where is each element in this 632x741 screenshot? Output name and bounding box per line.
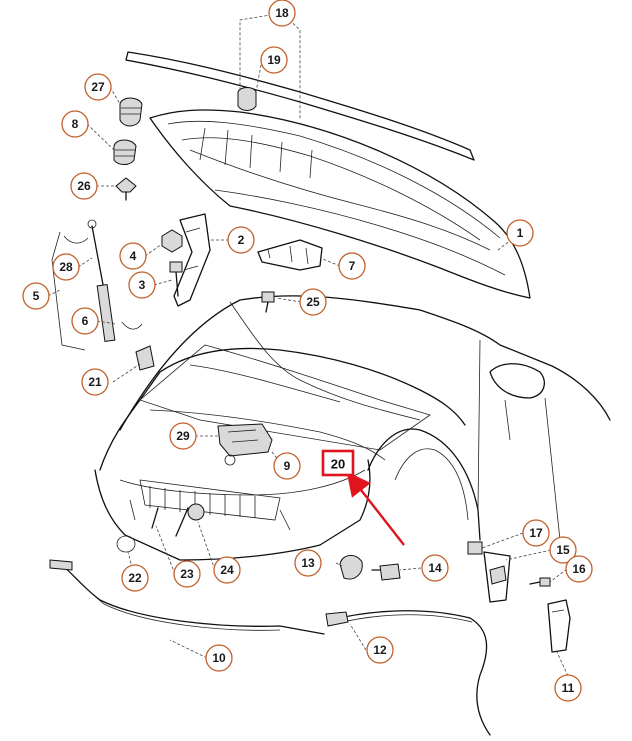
gas-strut	[87, 219, 116, 342]
svg-text:7: 7	[349, 259, 356, 273]
callout-12: 12	[366, 636, 394, 664]
callout-21: 21	[81, 368, 109, 396]
latch-striker	[257, 239, 323, 271]
svg-text:4: 4	[130, 249, 137, 263]
svg-text:1: 1	[517, 226, 524, 240]
push-clip	[115, 177, 137, 201]
callout-18: 18	[268, 0, 296, 27]
strut-bracket-outline	[51, 231, 86, 351]
svg-text:22: 22	[128, 571, 142, 585]
svg-text:5: 5	[33, 289, 40, 303]
callout-17: 17	[522, 519, 550, 547]
release-cable	[49, 559, 325, 635]
callout-3: 3	[128, 271, 156, 299]
callout-9: 9	[273, 452, 301, 480]
svg-text:17: 17	[529, 526, 543, 540]
stop-buffer	[135, 345, 155, 371]
svg-text:19: 19	[267, 53, 281, 67]
hinge-nut	[161, 229, 183, 253]
callout-23: 23	[173, 560, 201, 588]
svg-text:23: 23	[180, 567, 194, 581]
svg-text:18: 18	[275, 6, 289, 20]
svg-text:28: 28	[59, 260, 73, 274]
release-handle	[547, 599, 571, 653]
lock-bolts	[151, 503, 205, 537]
callout-27: 27	[84, 73, 112, 101]
release-lever-bracket	[483, 551, 511, 603]
svg-text:6: 6	[82, 314, 89, 328]
callout-5: 5	[22, 282, 50, 310]
svg-text:25: 25	[306, 295, 320, 309]
svg-text:12: 12	[373, 643, 387, 657]
callout-13: 13	[294, 549, 322, 577]
svg-text:29: 29	[176, 429, 190, 443]
svg-text:15: 15	[556, 543, 570, 557]
highlight-arrow	[346, 471, 405, 546]
callout-29: 29	[169, 422, 197, 450]
highlight-label: 20	[331, 457, 345, 472]
callout-28: 28	[52, 253, 80, 281]
svg-text:16: 16	[572, 562, 586, 576]
callout-6: 6	[71, 307, 99, 335]
svg-text:11: 11	[562, 681, 575, 695]
svg-text:21: 21	[88, 375, 102, 389]
svg-text:24: 24	[220, 563, 234, 577]
callout-14: 14	[421, 554, 449, 582]
hinge-bolt	[169, 261, 183, 297]
callout-25: 25	[299, 288, 327, 316]
leader-lines	[47, 12, 569, 677]
car-body	[94, 295, 611, 561]
lever-clip	[467, 541, 483, 555]
callout-16: 16	[565, 555, 593, 583]
bonnet-panel	[149, 109, 531, 299]
release-plug	[371, 563, 401, 581]
callout-10: 10	[205, 644, 233, 672]
callout-1: 1	[506, 219, 534, 247]
svg-text:3: 3	[139, 278, 146, 292]
callout-22: 22	[121, 564, 149, 592]
svg-text:9: 9	[284, 459, 291, 473]
bonnet-seal-strip	[125, 51, 475, 161]
rubber-buffer-27	[119, 97, 143, 127]
bonnet-hinge	[173, 213, 211, 307]
svg-text:8: 8	[72, 117, 79, 131]
svg-text:26: 26	[77, 179, 91, 193]
clip-lower	[121, 321, 143, 330]
svg-text:27: 27	[91, 80, 105, 94]
release-cable-front	[325, 610, 491, 736]
rubber-buffer-19	[237, 87, 257, 111]
grommet	[116, 535, 136, 553]
callout-2: 2	[227, 226, 255, 254]
lever-screw	[529, 577, 551, 587]
callout-4: 4	[119, 242, 147, 270]
clip-upper	[63, 235, 89, 244]
release-cap	[339, 555, 363, 580]
svg-text:10: 10	[212, 651, 226, 665]
callout-7: 7	[338, 252, 366, 280]
svg-text:2: 2	[238, 233, 245, 247]
svg-text:13: 13	[301, 556, 315, 570]
svg-text:14: 14	[428, 561, 442, 575]
callout-19: 19	[260, 46, 288, 74]
callout-11: 11	[554, 674, 582, 702]
callout-15: 15	[549, 536, 577, 564]
callout-26: 26	[70, 172, 98, 200]
callout-24: 24	[213, 556, 241, 584]
highlight-box	[321, 449, 355, 477]
striker-screw	[261, 291, 275, 313]
rubber-buffer-8	[113, 139, 137, 165]
callout-8: 8	[61, 110, 89, 138]
bonnet-lock	[217, 423, 273, 466]
